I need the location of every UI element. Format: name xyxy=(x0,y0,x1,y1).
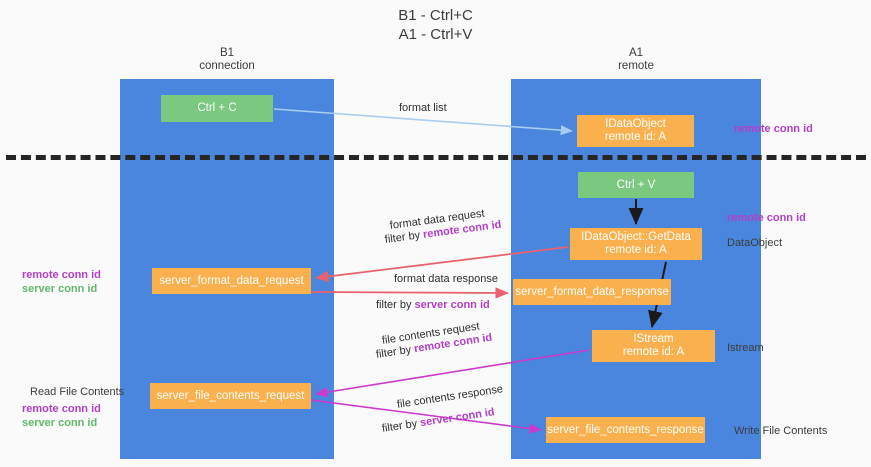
phase-divider xyxy=(6,155,866,160)
node-ctrl-c[interactable]: Ctrl + C xyxy=(161,95,273,122)
annotation-server-conn-id-text: server conn id xyxy=(22,283,98,295)
annotation-dataobject: DataObject xyxy=(727,236,782,250)
annotation-conn-ids-middle: remote conn id server conn id xyxy=(22,268,101,296)
annotation-read-file-contents-text: Read File Contents xyxy=(30,386,125,398)
edge-format-data-response xyxy=(310,287,509,299)
node-ctrl-v[interactable]: Ctrl + V xyxy=(578,172,694,198)
node-server-file-contents-response[interactable]: server_file_contents_response xyxy=(546,417,705,443)
annotation-remote-conn-id-top: remote conn id xyxy=(734,122,813,136)
annotation-remote-conn-id-top-text: remote conn id xyxy=(734,123,813,135)
server-conn-id-label: server conn id xyxy=(419,406,496,430)
annotation-remote-conn-id-mid: remote conn id xyxy=(727,211,806,225)
annotation-dataobject-text: DataObject xyxy=(727,237,783,249)
annotation-istream: Istream xyxy=(727,341,764,355)
column-header-b1: B1 connection xyxy=(199,47,255,72)
page-title: B1 - Ctrl+C A1 - Ctrl+V xyxy=(398,7,473,43)
node-istream[interactable]: IStream remote id: A xyxy=(592,330,715,362)
node-server-format-data-response[interactable]: server_format_data_response xyxy=(513,279,671,305)
annotation-server-conn-id-text: server conn id xyxy=(22,417,98,429)
edge-label-format-data-response-text: format data response xyxy=(394,273,498,285)
filter-by-label: filter by xyxy=(376,299,412,311)
annotation-read-file-contents: Read File Contents xyxy=(30,385,124,399)
edge-label-format-list: format list xyxy=(399,101,447,116)
annotation-remote-conn-id-text: remote conn id xyxy=(22,403,101,415)
annotation-remote-conn-id-text: remote conn id xyxy=(22,269,101,281)
annotation-istream-text: Istream xyxy=(727,342,764,354)
annotation-conn-ids-bottom: remote conn id server conn id xyxy=(22,402,101,430)
edge-label-format-data-response: format data response xyxy=(394,272,498,287)
column-header-a1: A1 remote xyxy=(618,47,654,72)
filter-by-label: filter by xyxy=(375,343,413,361)
node-server-file-contents-request[interactable]: server_file_contents_request xyxy=(150,383,311,409)
edge-label-format-list-text: format list xyxy=(399,102,447,114)
filter-by-label: filter by xyxy=(381,417,419,435)
annotation-write-file-contents: Write File Contents xyxy=(734,424,827,438)
edge-label-filter-server-conn-id-1: filter by server conn id xyxy=(376,298,490,313)
annotation-write-file-contents-text: Write File Contents xyxy=(734,425,828,437)
annotation-remote-conn-id-mid-text: remote conn id xyxy=(727,212,806,224)
node-idataobject[interactable]: IDataObject remote id: A xyxy=(577,115,694,147)
filter-by-label: filter by xyxy=(384,229,421,246)
node-idataobject-getdata[interactable]: IDataObject::GetData remote id: A xyxy=(570,228,702,260)
node-server-format-data-request[interactable]: server_format_data_request xyxy=(152,268,311,294)
server-conn-id-label: server conn id xyxy=(414,299,490,311)
